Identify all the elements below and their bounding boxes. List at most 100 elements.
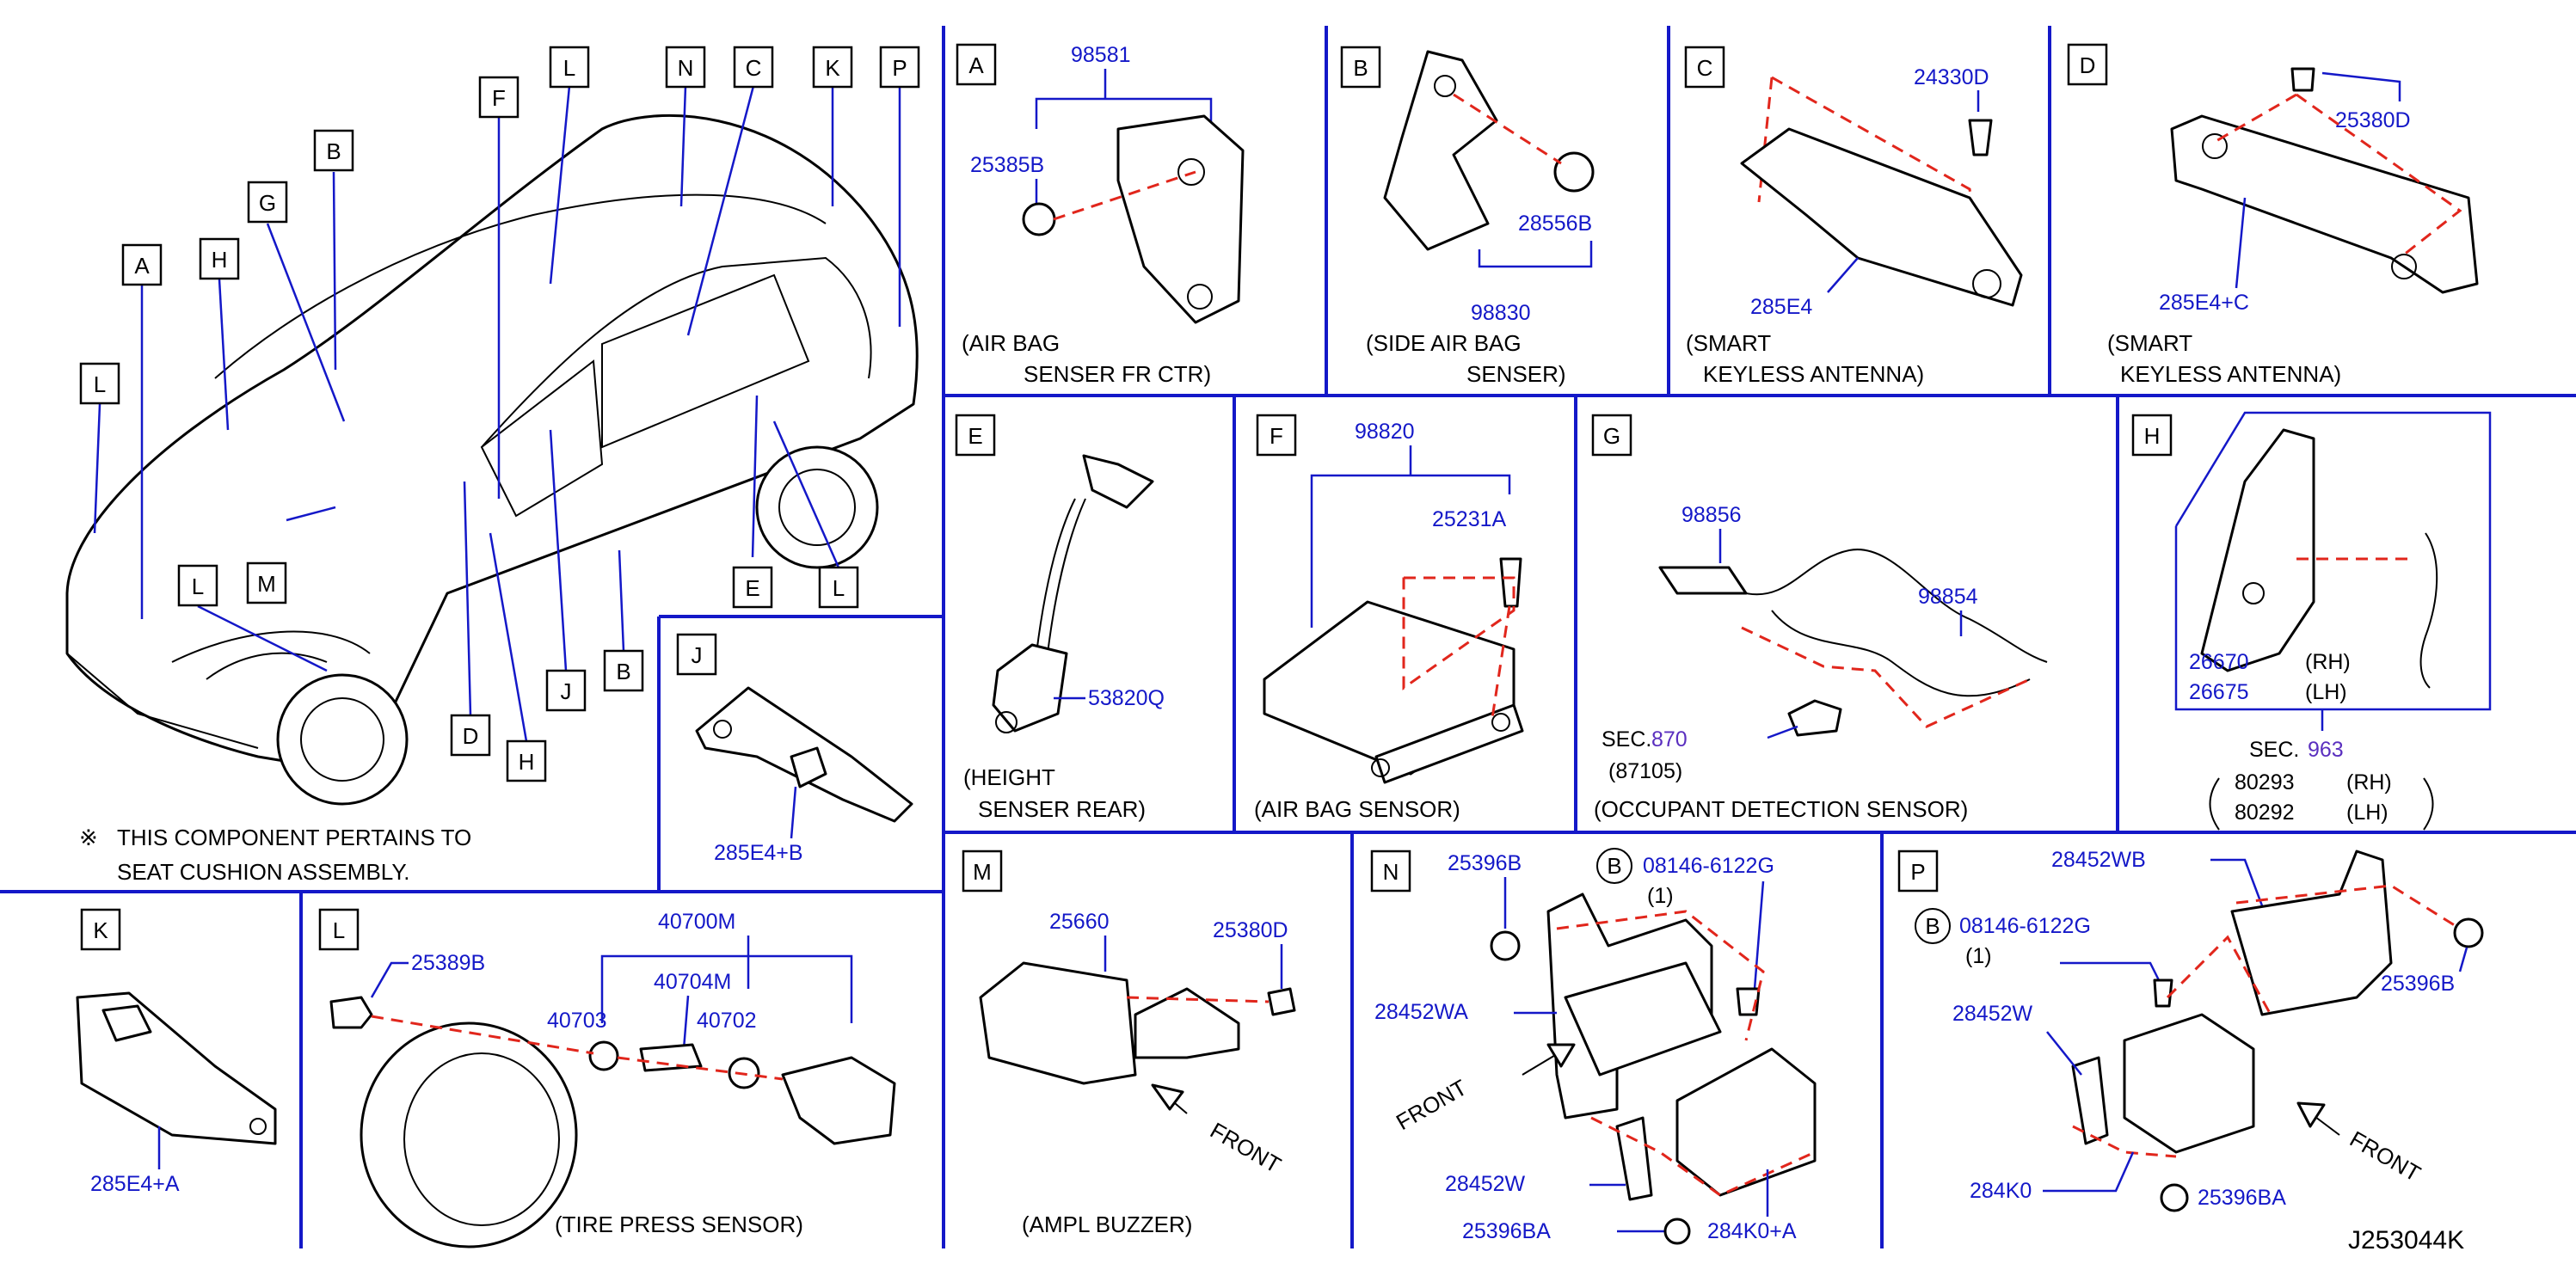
part-25231A: 25231A xyxy=(1432,507,1507,531)
part-285E4A: 285E4+A xyxy=(90,1172,180,1196)
svg-text:(SIDE AIR BAG: (SIDE AIR BAG xyxy=(1366,330,1522,356)
svg-text:(LH): (LH) xyxy=(2305,680,2347,704)
part-25385B: 25385B xyxy=(970,153,1044,177)
callout-b: B xyxy=(326,138,341,164)
svg-text:(AMPL BUZZER): (AMPL BUZZER) xyxy=(1022,1212,1192,1237)
panel-dividers xyxy=(0,26,2576,1248)
panel-l: L 25389B 40700M 40704M 40703 40702 (TIRE… xyxy=(318,908,896,1248)
front-arrow-label: FRONT xyxy=(1206,1117,1286,1178)
callout-l: L xyxy=(94,371,106,397)
svg-text:(AIR BAG: (AIR BAG xyxy=(962,330,1060,356)
part-25396B: 25396B xyxy=(1448,851,1522,875)
part-28452WB: 28452WB xyxy=(2051,848,2146,872)
svg-text:(SMART: (SMART xyxy=(2107,330,2192,356)
vehicle-overview xyxy=(65,113,919,806)
panel-a: A 98581 25385B (AIR BAG SENSER FR CTR) xyxy=(956,43,1245,387)
panel-p: P 28452WB B 08146-6122G (1) 25396B 28452… xyxy=(1897,848,2484,1212)
callout-m: M xyxy=(257,571,276,597)
part-28452W: 28452W xyxy=(1445,1172,1526,1196)
svg-text:※: ※ xyxy=(79,825,98,850)
part-25396BA: 25396BA xyxy=(2198,1186,2286,1210)
svg-text:G: G xyxy=(1603,423,1620,449)
svg-text:(1): (1) xyxy=(1647,884,1674,908)
svg-text:SENSER): SENSER) xyxy=(1466,361,1566,387)
svg-text:(HEIGHT: (HEIGHT xyxy=(963,764,1055,790)
sec-870-link[interactable]: 870 xyxy=(1651,727,1688,751)
callout-n: N xyxy=(678,55,694,81)
svg-text:P: P xyxy=(1910,859,1925,885)
panel-m: M 25660 25380D FRONT (AMPL BUZZER) xyxy=(962,850,1296,1237)
part-08146-6122G: 08146-6122G xyxy=(1959,914,2091,938)
part-28452WA: 28452WA xyxy=(1374,1000,1468,1024)
part-26675: 26675 xyxy=(2189,680,2249,704)
panel-d: D 25380D 285E4+C (SMART KEYLESS ANTENNA) xyxy=(2067,43,2479,387)
callout-f: F xyxy=(492,85,506,111)
svg-text:E: E xyxy=(968,423,982,449)
svg-text:KEYLESS ANTENNA): KEYLESS ANTENNA) xyxy=(2120,361,2341,387)
part-28452W: 28452W xyxy=(1952,1002,2033,1026)
svg-text:(LH): (LH) xyxy=(2346,801,2388,825)
svg-text:80292: 80292 xyxy=(2235,801,2295,825)
panel-g: G 98856 98854 SEC. 870 (87105) (OCCUPANT… xyxy=(1591,414,2048,822)
part-98581: 98581 xyxy=(1071,43,1131,67)
panel-b: B 28556B 98830 (SIDE AIR BAG SENSER) xyxy=(1340,46,1595,387)
callout-g: G xyxy=(259,190,276,216)
panel-e: E 53820Q (HEIGHT SENSER REAR) xyxy=(955,414,1165,822)
callout-p: P xyxy=(892,55,907,81)
car-callouts: L N C K P F B G H A L M L E L J B D H xyxy=(79,46,920,782)
part-40700M: 40700M xyxy=(658,910,735,934)
callout-l: L xyxy=(192,574,204,599)
callout-e: E xyxy=(745,575,759,601)
callout-a: A xyxy=(134,253,150,279)
panel-n: N 25396B B 08146-6122G (1) 28452WA FRONT… xyxy=(1370,848,1817,1245)
callout-l: L xyxy=(563,55,575,81)
callout-k: K xyxy=(825,55,840,81)
part-40704M: 40704M xyxy=(654,970,731,994)
svg-text:SEC.: SEC. xyxy=(2249,738,2299,762)
drawing-id: J253044K xyxy=(2348,1226,2464,1255)
part-285E4C: 285E4+C xyxy=(2159,291,2249,315)
front-arrow-label: FRONT xyxy=(1392,1074,1472,1135)
svg-text:A: A xyxy=(968,52,984,78)
part-285E4: 285E4 xyxy=(1750,295,1812,319)
part-24330D: 24330D xyxy=(1914,65,1989,89)
svg-text:(1): (1) xyxy=(1965,944,1992,968)
svg-text:KEYLESS ANTENNA): KEYLESS ANTENNA) xyxy=(1703,361,1924,387)
svg-text:THIS COMPONENT PERTAINS: THIS COMPONENT PERTAINS TO xyxy=(117,825,471,850)
svg-text:B: B xyxy=(1607,853,1621,879)
sec-963-link[interactable]: 963 xyxy=(2308,738,2344,762)
svg-text:(SMART: (SMART xyxy=(1686,330,1771,356)
svg-text:(RH): (RH) xyxy=(2305,650,2351,674)
svg-text:80293: 80293 xyxy=(2235,770,2295,794)
svg-text:(OCCUPANT DETECTION SENSOR: (OCCUPANT DETECTION SENSOR) xyxy=(1594,796,1968,822)
panel-h: H 26670 (RH) 26675 (LH) SEC. 963 80293 (… xyxy=(2131,411,2492,831)
callout-h: H xyxy=(212,247,228,273)
svg-text:J: J xyxy=(692,642,703,668)
svg-text:B: B xyxy=(1925,913,1940,939)
svg-text:SEAT CUSHION ASSEMBLY.: SEAT CUSHION ASSEMBLY. xyxy=(117,859,410,885)
panel-k: K 285E4+A xyxy=(76,908,277,1196)
svg-text:(AIR BAG SENSOR): (AIR BAG SENSOR) xyxy=(1254,796,1460,822)
part-284K0: 284K0 xyxy=(1970,1179,2032,1203)
svg-text:SEC.: SEC. xyxy=(1602,727,1651,751)
callout-c: C xyxy=(746,55,762,81)
part-53820Q: 53820Q xyxy=(1088,686,1165,710)
callout-h: H xyxy=(519,749,535,775)
svg-text:N: N xyxy=(1383,859,1399,885)
part-08146-6122G: 08146-6122G xyxy=(1643,854,1774,878)
part-25396BA: 25396BA xyxy=(1462,1219,1551,1243)
svg-text:SENSER REAR): SENSER REAR) xyxy=(978,796,1146,822)
svg-text:(RH): (RH) xyxy=(2346,770,2392,794)
part-284K0A: 284K0+A xyxy=(1707,1219,1797,1243)
callout-j: J xyxy=(561,678,572,704)
svg-text:(87105): (87105) xyxy=(1608,759,1682,783)
part-28556B: 28556B xyxy=(1518,212,1592,236)
part-26670: 26670 xyxy=(2189,650,2249,674)
svg-text:M: M xyxy=(973,859,992,885)
seat-cushion-note: ※ THIS COMPONENT PERTAINS TO SEAT CUSHIO… xyxy=(79,825,471,885)
svg-text:B: B xyxy=(1353,55,1368,81)
callout-d: D xyxy=(463,723,479,749)
part-98856: 98856 xyxy=(1681,503,1742,527)
part-25380D: 25380D xyxy=(1213,918,1288,942)
